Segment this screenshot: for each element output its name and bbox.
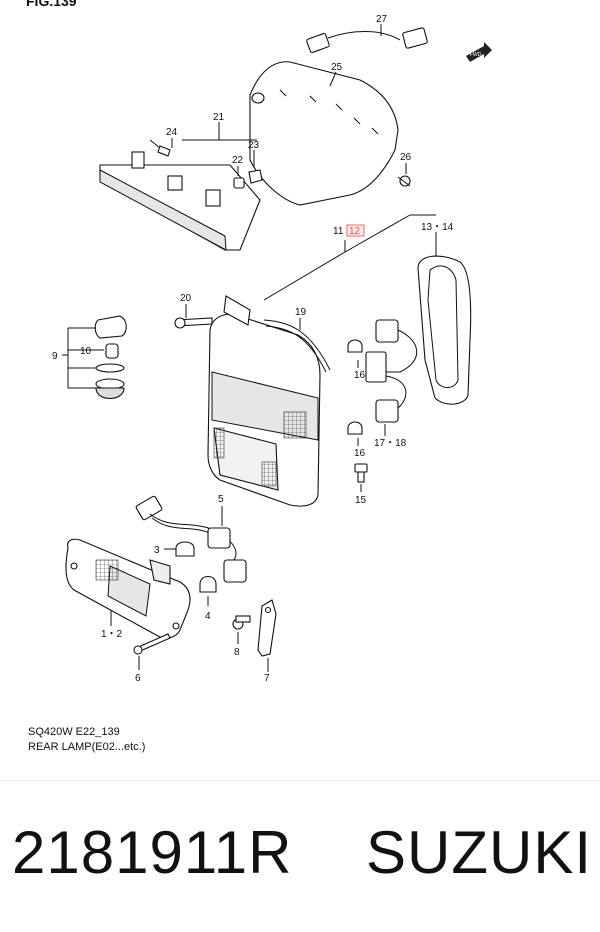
part-16-bulb-lower [347, 421, 363, 435]
part-26-fastener [397, 175, 411, 187]
part-7-bracket [257, 599, 277, 657]
callout-5: 5 [218, 494, 224, 505]
part-23-clip [248, 169, 263, 184]
part-19-seal [263, 319, 331, 373]
part-13-14-gasket [417, 255, 472, 405]
callout-6: 6 [135, 673, 141, 684]
part-5-harness [135, 495, 247, 583]
part-1-2-bumper-lamp [65, 538, 191, 639]
part-15-fastener [354, 463, 368, 483]
part-24-screw [149, 139, 171, 157]
figure-header: FIG.139 [26, 0, 77, 9]
callout-19: 19 [295, 307, 307, 318]
part-6-screw [133, 633, 171, 655]
callout-27: 27 [376, 14, 388, 25]
part-17-18-socket-harness [365, 319, 418, 423]
part-3-bulb [175, 541, 195, 557]
callout-25: 25 [331, 62, 343, 73]
callout-16-upper: 16 [354, 370, 366, 381]
brand-name: SUZUKI [366, 819, 593, 886]
callout-3: 3 [154, 545, 160, 556]
fwd-arrow-icon: FWD [466, 42, 492, 62]
svg-text:FWD: FWD [470, 52, 482, 58]
part-27-harness [306, 24, 428, 53]
callout-1-2: 1・2 [101, 629, 123, 640]
part-number: 2181911R [12, 819, 293, 886]
part-20-screw [174, 317, 213, 329]
part-9-components [94, 315, 127, 400]
callout-21: 21 [213, 112, 225, 123]
callout-17-18: 17・18 [374, 438, 407, 449]
exploded-view: FIG.139 27 FWD 25 21 24 22 [26, 0, 492, 684]
callout-10: 10 [80, 346, 92, 357]
diagram-code: SQ420W E22_139 [28, 726, 120, 738]
part-25-cover [249, 61, 399, 206]
divider [0, 780, 600, 781]
callout-16-lower: 16 [354, 448, 366, 459]
part-22-clip [233, 177, 245, 189]
callout-8: 8 [234, 647, 240, 658]
callout-11: 11 [333, 226, 344, 237]
part-4-bulb [199, 575, 217, 593]
callout-24: 24 [166, 127, 178, 138]
part-21-bracket [99, 151, 261, 251]
callout-23: 23 [248, 140, 260, 151]
callout-13-14: 13・14 [421, 222, 454, 233]
part-8-screw [232, 615, 251, 630]
callout-26: 26 [400, 152, 412, 163]
callout-12: 12 [349, 226, 361, 237]
callout-15: 15 [355, 495, 367, 506]
callout-4: 4 [205, 611, 211, 622]
callout-22: 22 [232, 155, 244, 166]
callout-12-highlight [346, 224, 365, 237]
diagram-title: REAR LAMP(E02...etc.) [28, 741, 146, 753]
parts-diagram: FIG.139 27 FWD 25 21 24 22 [26, 0, 492, 684]
callout-9: 9 [52, 351, 58, 362]
rear-lamp-housing [207, 295, 321, 507]
callout-7: 7 [264, 673, 270, 684]
callout-20: 20 [180, 293, 192, 304]
part-16-bulb-upper [347, 339, 363, 353]
